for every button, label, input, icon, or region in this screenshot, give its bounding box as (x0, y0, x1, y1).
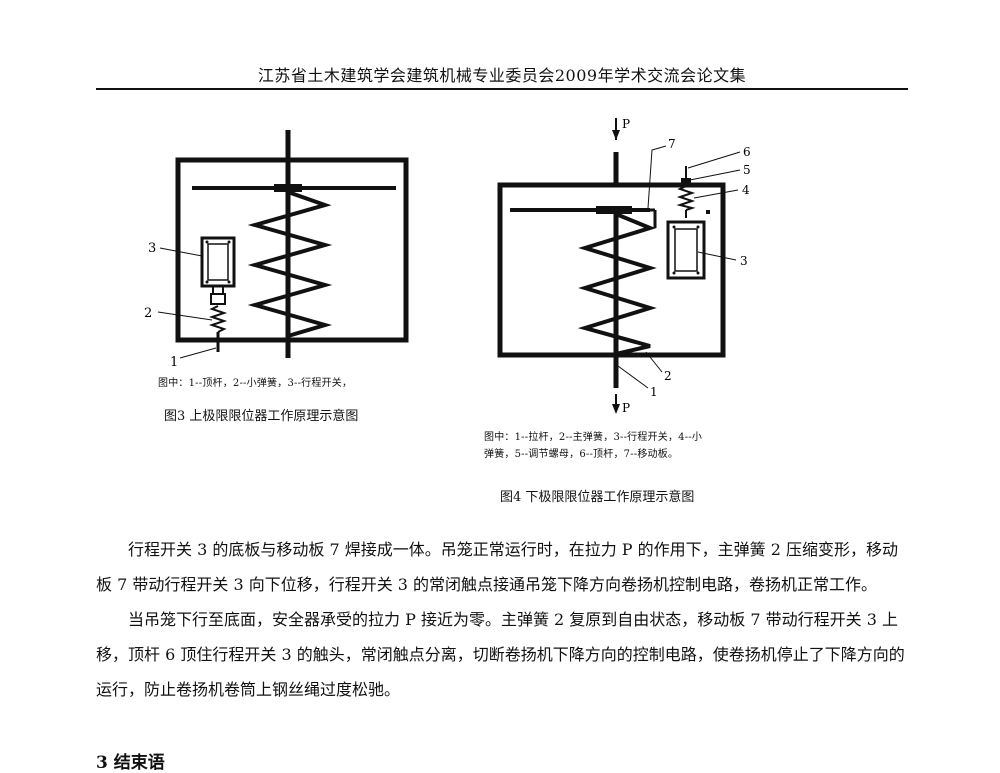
header-rule (96, 88, 908, 90)
fig4-frame (497, 182, 726, 358)
fig3-label-1: 1 (170, 355, 178, 370)
section-heading: 3 结束语 (96, 753, 165, 773)
fig4-limit-switch (666, 220, 706, 280)
fig4-label-5: 5 (743, 163, 751, 177)
paragraph-1: 行程开关 3 的底板与移动板 7 焊接成一体。吊笼正常运行时，在拉力 P 的作用… (96, 540, 898, 594)
paragraph-2: 当吊笼下行至底面，安全器承受的拉力 P 接近为零。主弹簧 2 复原到自由状态，移… (96, 610, 905, 699)
fig4-label-4: 4 (742, 183, 750, 197)
running-header: 江苏省土木建筑学会建筑机械专业委员会2009年学术交流会论文集 (257, 66, 747, 85)
fig3-frame (175, 157, 409, 343)
fig3-label-2: 2 (144, 306, 152, 321)
fig4-small-spring (676, 185, 696, 211)
figure-4-drawing: P P (497, 117, 751, 415)
figure-3: 3 2 1 图中：1--顶杆，2--小弹簧，3--行程开关， 图3 上极限限位器… (120, 120, 450, 440)
body-text: 行程开关 3 的底板与移动板 7 焊接成一体。吊笼正常运行时，在拉力 P 的作用… (96, 532, 908, 707)
figure-3-legend: 图中：1--顶杆，2--小弹簧，3--行程开关， (158, 378, 353, 389)
fig4-main-spring (577, 212, 657, 356)
fig4-label-2: 2 (664, 369, 672, 383)
fig3-main-spring (247, 190, 333, 338)
figure-3-drawing: 3 2 1 (144, 130, 409, 370)
figure-3-caption: 图3 上极限限位器工作原理示意图 (164, 409, 359, 424)
fig4-label-7: 7 (668, 137, 676, 151)
figure-4-caption: 图4 下极限限位器工作原理示意图 (500, 490, 695, 505)
fig4-force-p-bottom: P (622, 401, 630, 415)
fig4-adjust-nut (681, 178, 691, 184)
fig4-label-1: 1 (650, 385, 658, 399)
fig3-limit-switch (200, 236, 236, 288)
fig4-label-6: 6 (743, 145, 751, 159)
figure-4-legend-line-1: 图中：1--拉杆，2--主弹簧，3--行程开关，4--小 (484, 432, 703, 443)
fig3-rod-collar (274, 184, 302, 192)
fig4-force-p-top: P (622, 117, 630, 131)
figure-4: P P (470, 110, 790, 510)
fig3-label-3: 3 (148, 241, 156, 256)
fig3-small-spring (208, 305, 228, 333)
fig4-label-3: 3 (740, 254, 748, 268)
figure-4-legend-line-2: 弹簧，5--调节螺母，6--顶杆，7--移动板。 (484, 449, 679, 460)
